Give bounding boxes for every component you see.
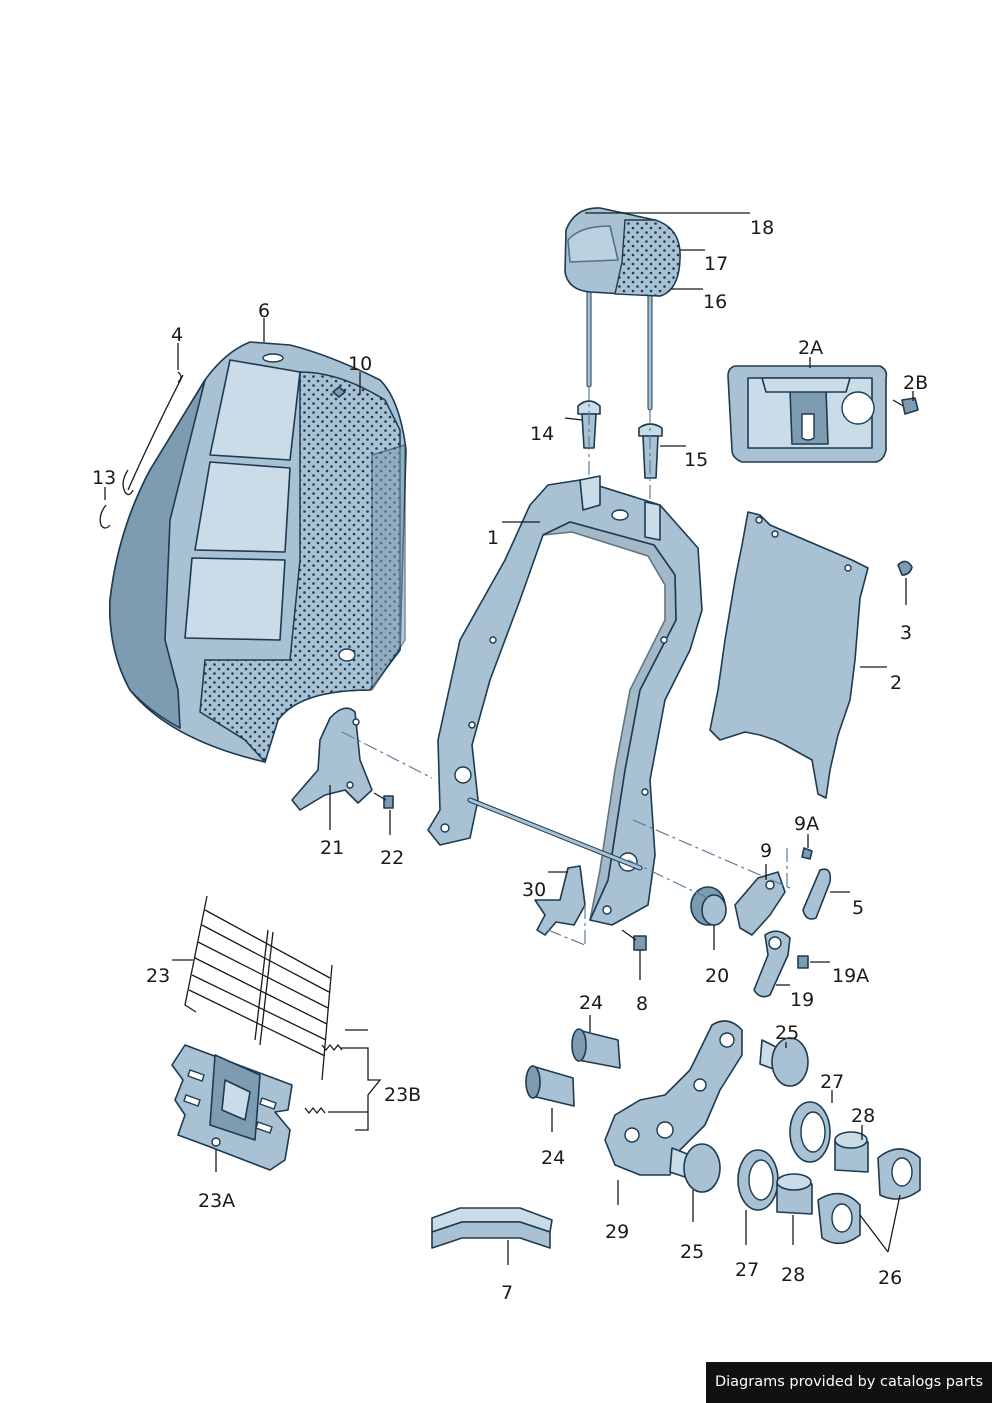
label-13: 13 xyxy=(92,467,116,489)
backrest-frame xyxy=(427,475,703,926)
adjuster-plate-29 xyxy=(604,1020,743,1176)
screw-22 xyxy=(373,792,394,809)
label-27-lower: 27 xyxy=(735,1259,759,1281)
label-24-upper: 24 xyxy=(579,992,603,1014)
label-19: 19 xyxy=(790,989,814,1011)
headrest-guide-14 xyxy=(564,400,601,449)
recliner-housing-9 xyxy=(734,871,786,936)
label-7: 7 xyxy=(501,1282,513,1304)
label-2: 2 xyxy=(890,672,902,694)
knob-26-lower xyxy=(817,1192,861,1245)
label-19A: 19A xyxy=(832,965,869,987)
knob-25-lower xyxy=(669,1143,721,1193)
sleeve-28-upper xyxy=(834,1131,869,1173)
headrest xyxy=(564,207,681,411)
label-3: 3 xyxy=(900,622,912,644)
bushing-24-upper xyxy=(571,1028,621,1069)
label-21: 21 xyxy=(320,837,344,859)
label-16: 16 xyxy=(703,291,727,313)
label-23: 23 xyxy=(146,965,170,987)
leader-lines xyxy=(104,212,914,1265)
label-22: 22 xyxy=(380,847,404,869)
label-20: 20 xyxy=(705,965,729,987)
ring-27-upper xyxy=(789,1101,831,1163)
label-6: 6 xyxy=(258,300,270,322)
side-bracket-30 xyxy=(534,865,586,936)
label-28-upper: 28 xyxy=(851,1105,875,1127)
label-24-lower: 24 xyxy=(541,1147,565,1169)
label-27-upper: 27 xyxy=(820,1071,844,1093)
label-9: 9 xyxy=(760,840,772,862)
label-9A: 9A xyxy=(794,813,819,835)
side-bracket-21 xyxy=(291,707,373,811)
knob-26-upper xyxy=(877,1148,921,1200)
knob-25-upper xyxy=(759,1037,809,1087)
label-26: 26 xyxy=(878,1267,902,1289)
lumbar-springs xyxy=(304,1043,343,1115)
ring-27-lower xyxy=(737,1149,779,1211)
label-4: 4 xyxy=(171,324,183,346)
label-5: 5 xyxy=(852,897,864,919)
lumbar-plate xyxy=(171,1044,293,1171)
label-2A: 2A xyxy=(798,337,823,359)
bushing-24-lower xyxy=(525,1065,575,1107)
label-14: 14 xyxy=(530,423,554,445)
foam-pad-7 xyxy=(431,1207,553,1249)
credit-text: Diagrams provided by catalogs parts xyxy=(714,1374,984,1390)
label-15: 15 xyxy=(684,449,708,471)
trim-cap-5 xyxy=(802,868,832,920)
backrest-cover xyxy=(99,341,407,764)
screw-9A xyxy=(801,847,813,860)
label-25-lower: 25 xyxy=(680,1241,704,1263)
callout-labels: 18 17 16 6 4 10 2A 2B 14 15 13 1 3 2 9A … xyxy=(92,217,928,1304)
lever-19 xyxy=(753,930,791,998)
label-8: 8 xyxy=(636,993,648,1015)
label-25-upper: 25 xyxy=(775,1022,799,1044)
lumbar-wire-mat xyxy=(184,895,333,1081)
screw-19A xyxy=(797,955,809,969)
alignment-lines xyxy=(341,386,791,946)
rear-panel xyxy=(709,511,913,799)
label-23A: 23A xyxy=(198,1190,235,1212)
label-23B: 23B xyxy=(384,1084,421,1106)
label-17: 17 xyxy=(704,253,728,275)
label-29: 29 xyxy=(605,1221,629,1243)
label-1: 1 xyxy=(487,527,499,549)
screw-2B xyxy=(892,397,919,415)
label-28-lower: 28 xyxy=(781,1264,805,1286)
label-18: 18 xyxy=(750,217,774,239)
label-2B: 2B xyxy=(903,372,928,394)
label-10: 10 xyxy=(348,353,372,375)
credit-banner: Diagrams provided by catalogs parts xyxy=(706,1362,992,1403)
cross-tube xyxy=(467,797,643,871)
label-30: 30 xyxy=(522,879,546,901)
bushing-20 xyxy=(690,886,727,926)
panel-insert xyxy=(727,365,888,463)
bolt-8 xyxy=(621,929,647,951)
sleeve-28-lower xyxy=(776,1173,813,1215)
